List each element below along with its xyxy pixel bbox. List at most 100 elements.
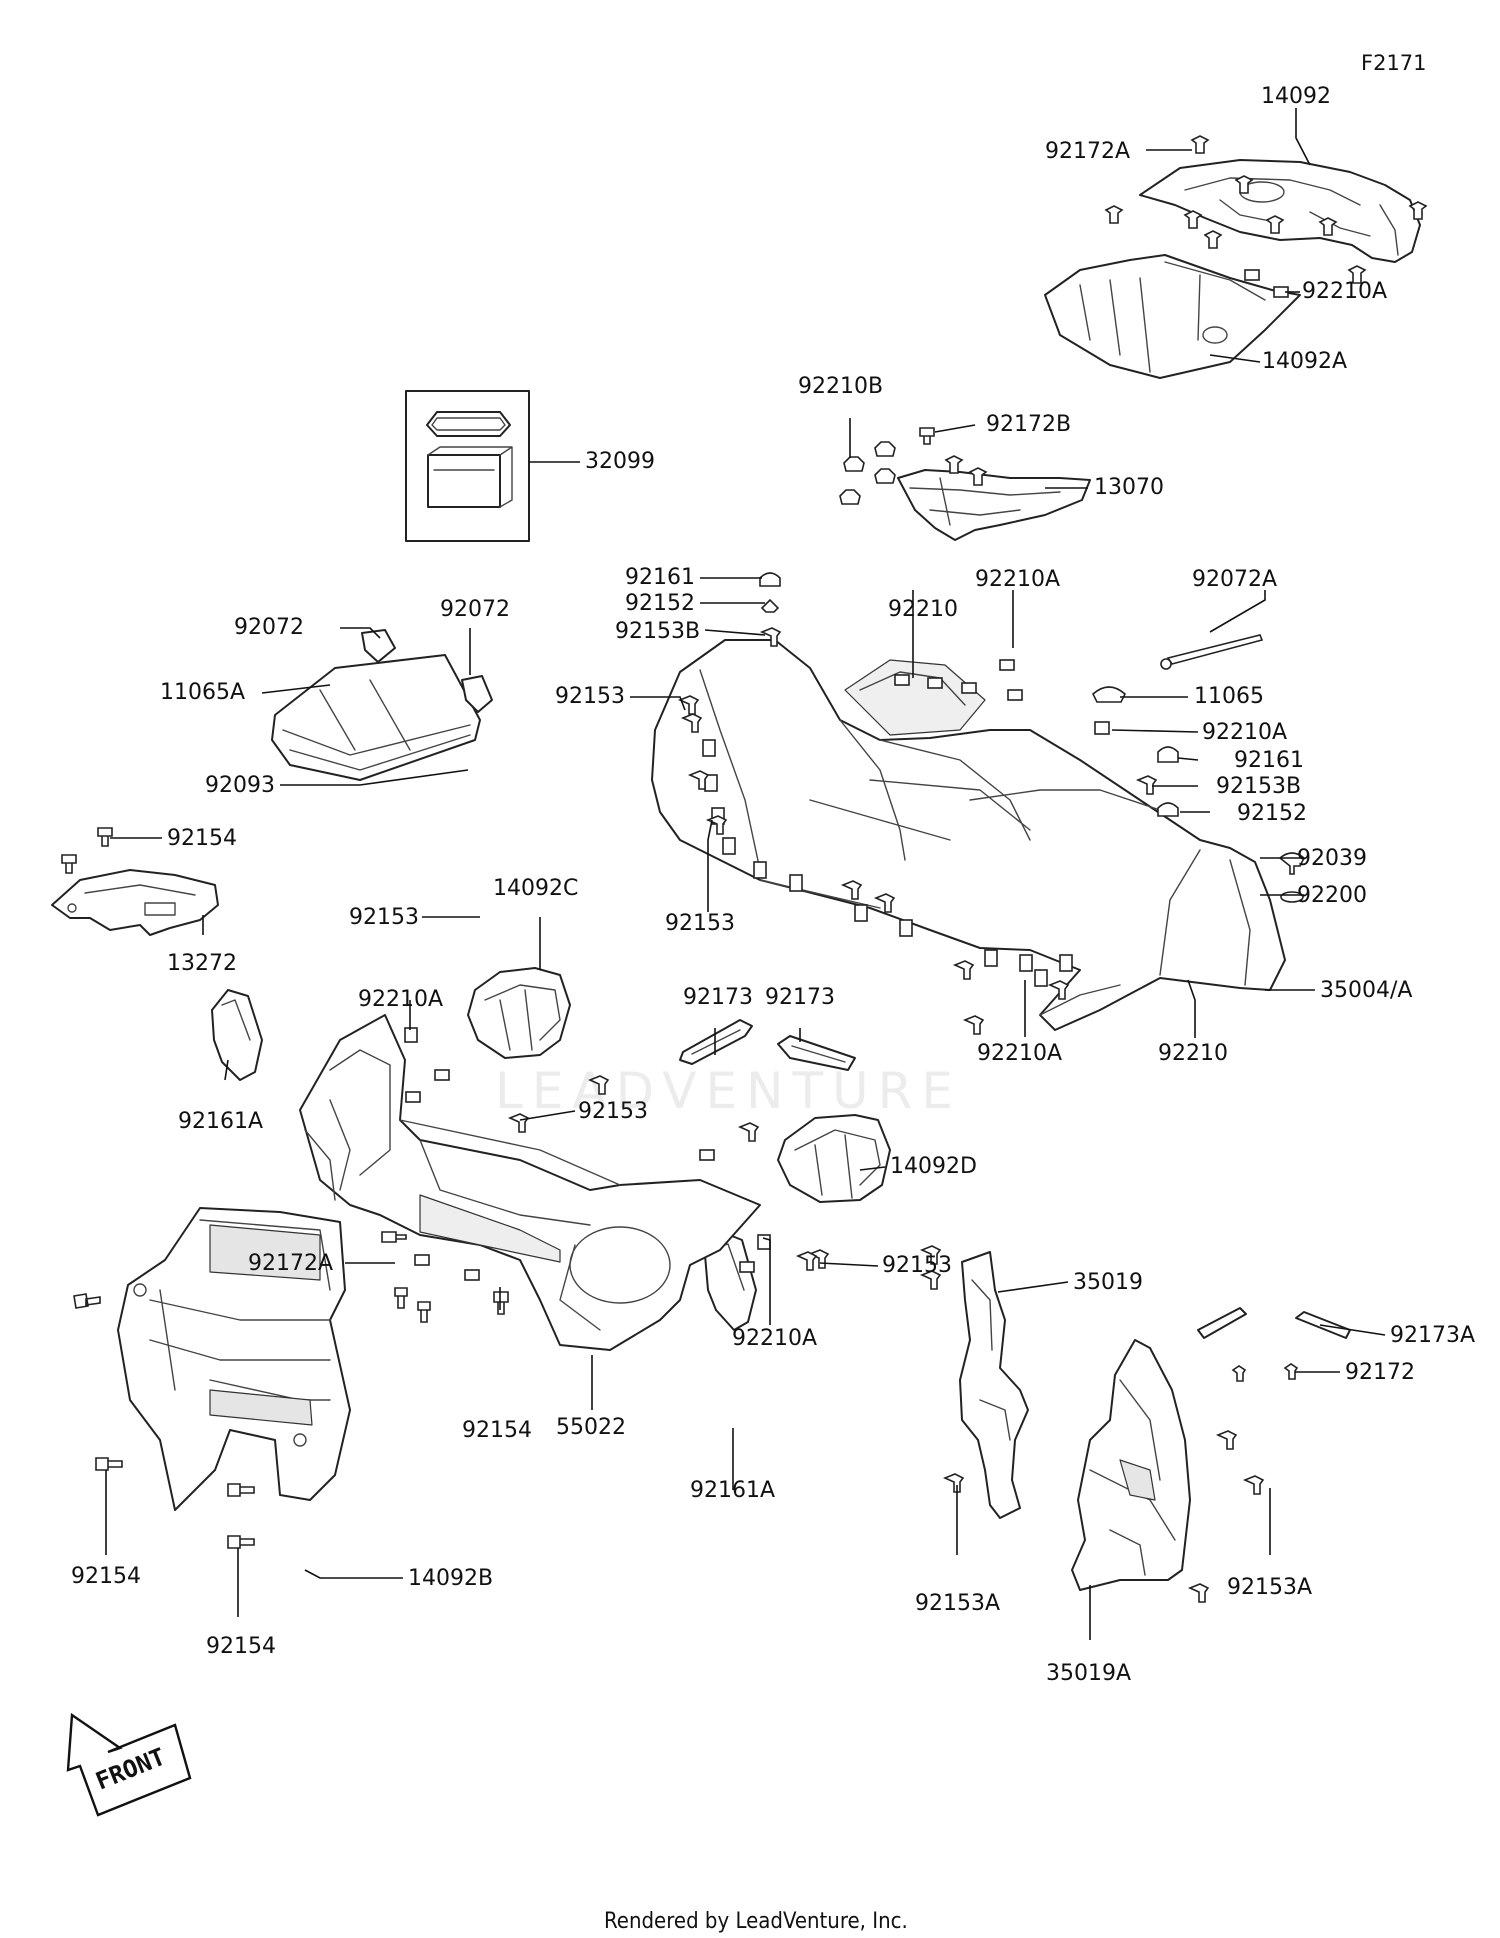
pin-rivet-icon <box>1231 1365 1247 1382</box>
part-label-92153: 92153 <box>665 911 735 936</box>
part-label-32099: 32099 <box>585 449 655 474</box>
part-label-14092A: 14092A <box>1262 349 1347 374</box>
clip-nut-icon <box>1244 269 1260 281</box>
duct-14092D-part[interactable] <box>777 1114 891 1203</box>
part-label-92172: 92172 <box>1345 1360 1415 1385</box>
cable-tie-head-icon <box>1160 658 1172 670</box>
pin-rivet-icon <box>944 455 964 474</box>
bracket-13272-bolts <box>61 827 113 874</box>
part-label-92173A: 92173A <box>1390 1323 1475 1348</box>
bolt-icon <box>919 427 935 445</box>
part-label-92161A: 92161A <box>690 1478 775 1503</box>
clip-nut-icon <box>404 1027 418 1043</box>
frame-fastener-set <box>381 1027 830 1323</box>
clip-nut-icon <box>434 1069 450 1081</box>
screw-icon <box>587 1075 610 1095</box>
nut-icon <box>874 468 896 484</box>
clip-nut-icon <box>789 874 803 892</box>
screw-icon <box>840 880 863 900</box>
part-label-92152: 92152 <box>625 591 695 616</box>
bolt-icon <box>227 1483 255 1497</box>
screw-icon <box>677 695 700 715</box>
part-label-92153B: 92153B <box>1216 774 1301 799</box>
clip-nut-icon <box>1094 721 1110 735</box>
part-label-92072: 92072 <box>234 615 304 640</box>
part-label-14092D: 14092D <box>890 1154 977 1179</box>
front-frame-55022-part[interactable] <box>299 1014 761 1351</box>
cable-tie-icon <box>1166 634 1264 665</box>
rear-top-cover-part[interactable] <box>1139 159 1421 263</box>
clip-nut-icon <box>1007 689 1023 701</box>
pin-rivet-icon <box>1347 265 1367 284</box>
clip-nut-icon <box>757 1234 771 1250</box>
rear-lower-cover-part[interactable] <box>1044 254 1301 379</box>
part-label-92072A: 92072A <box>1192 567 1277 592</box>
strip-92173-part[interactable] <box>679 1019 856 1071</box>
part-label-92153: 92153 <box>578 1099 648 1124</box>
clip-nut-icon <box>405 1091 421 1103</box>
part-label-92172A: 92172A <box>248 1251 333 1276</box>
part-label-92210A: 92210A <box>1202 720 1287 745</box>
clip-nut-icon <box>894 674 910 686</box>
clip-nut-icon <box>699 1149 715 1161</box>
part-label-92210: 92210 <box>888 597 958 622</box>
duct-14092C-part[interactable] <box>467 967 571 1059</box>
clip-nut-icon <box>753 861 767 879</box>
part-label-11065: 11065 <box>1194 684 1264 709</box>
part-label-13272: 13272 <box>167 951 237 976</box>
part-label-92172A: 92172A <box>1045 139 1130 164</box>
clip-nut-icon <box>999 659 1015 671</box>
clip-nut-icon <box>739 1261 755 1273</box>
grommet-icon <box>759 572 781 587</box>
guard-35019A-part[interactable] <box>1071 1339 1191 1591</box>
figure-code: F2171 <box>1361 51 1427 75</box>
hinge-92072-part[interactable] <box>361 629 493 713</box>
guard-35019-part[interactable] <box>959 1251 1029 1519</box>
screw-icon <box>1135 775 1158 795</box>
clip-nut-icon <box>722 837 736 855</box>
part-label-92161: 92161 <box>1234 748 1304 773</box>
part-label-92154: 92154 <box>71 1564 141 1589</box>
clip-nut-icon <box>1059 954 1073 972</box>
part-label-92210A: 92210A <box>1302 279 1387 304</box>
part-label-92200: 92200 <box>1297 883 1367 908</box>
bracket-13272-part[interactable] <box>51 869 219 936</box>
pin-rivet-icon <box>1190 135 1210 154</box>
part-label-92210A: 92210A <box>358 987 443 1012</box>
part-label-13070: 13070 <box>1094 475 1164 500</box>
pin-rivet-icon <box>1234 175 1254 194</box>
bracket-13070-part[interactable] <box>897 469 1091 541</box>
pin-rivet-icon <box>1408 201 1428 220</box>
part-label-92153: 92153 <box>882 1253 952 1278</box>
nut-icon <box>839 489 861 505</box>
screw-icon <box>759 627 782 647</box>
part-label-14092: 14092 <box>1261 84 1331 109</box>
screw-icon <box>1187 1583 1210 1603</box>
clip-nut-icon <box>927 677 943 689</box>
clip-nut-icon <box>702 739 716 757</box>
bolt-icon <box>97 827 113 847</box>
clip-nut-icon <box>464 1269 480 1281</box>
nut-icon <box>874 441 896 457</box>
nut-icon <box>843 456 865 472</box>
part-label-92210: 92210 <box>1158 1041 1228 1066</box>
footer-credit: Rendered by LeadVenture, Inc. <box>604 1909 908 1934</box>
kit-32099-part[interactable] <box>405 390 530 542</box>
strip-92173A-part[interactable] <box>1197 1307 1351 1339</box>
plug-icon <box>1092 686 1126 703</box>
lid-11065A-part[interactable] <box>271 654 481 781</box>
screw-icon <box>873 893 896 913</box>
clip-nut-icon <box>854 904 868 922</box>
part-label-92154: 92154 <box>206 1634 276 1659</box>
part-label-35019: 35019 <box>1073 1270 1143 1295</box>
part-label-92039: 92039 <box>1297 846 1367 871</box>
part-label-92153: 92153 <box>555 684 625 709</box>
screw-icon <box>795 1251 818 1271</box>
leader-lines <box>105 108 1386 1640</box>
pin-rivet-icon <box>1183 210 1203 229</box>
screw-icon <box>962 1015 985 1035</box>
front-grille-14092B-part[interactable] <box>117 1207 351 1511</box>
grommet-icon <box>1157 802 1179 817</box>
pin-rivet-icon <box>1104 205 1124 224</box>
screw-icon <box>952 960 975 980</box>
